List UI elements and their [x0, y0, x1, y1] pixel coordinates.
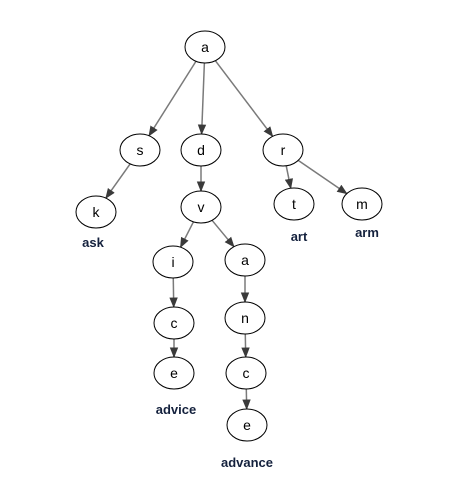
node-m: m: [341, 187, 383, 221]
node-label: a: [241, 252, 249, 268]
edges: [105, 60, 348, 411]
word-label-art: art: [291, 229, 308, 244]
node-label: i: [171, 254, 174, 270]
node-label: s: [137, 142, 144, 158]
node-ellipse: [225, 356, 267, 390]
node-i: i: [152, 245, 194, 279]
node-c2: c: [225, 356, 267, 390]
node-ellipse: [180, 133, 222, 167]
node-label: k: [93, 204, 101, 220]
edge-s-k: [105, 163, 131, 199]
node-label: e: [170, 365, 178, 381]
node-e1: e: [153, 356, 195, 390]
node-n: n: [224, 301, 266, 335]
edge-root-d: [197, 62, 207, 136]
node-ellipse: [224, 301, 266, 335]
node-r: r: [262, 133, 304, 167]
node-label: c: [171, 315, 178, 331]
node-ellipse: [273, 187, 315, 221]
node-label: d: [197, 142, 205, 158]
node-ellipse: [153, 356, 195, 390]
node-ellipse: [341, 187, 383, 221]
node-ellipse: [152, 245, 194, 279]
node-ellipse: [224, 243, 266, 277]
node-c1: c: [153, 306, 195, 340]
node-d: d: [180, 133, 222, 167]
word-label-advice: advice: [156, 402, 196, 417]
word-label-arm: arm: [355, 225, 379, 240]
edge-root-s: [148, 60, 197, 137]
edge-root-r: [214, 60, 274, 138]
node-ellipse: [153, 306, 195, 340]
node-a2: a: [224, 243, 266, 277]
node-v: v: [180, 190, 222, 224]
node-ellipse: [180, 190, 222, 224]
node-root: a: [184, 30, 226, 64]
node-label: v: [198, 199, 205, 215]
node-k: k: [75, 195, 117, 229]
node-label: a: [201, 39, 209, 55]
edge-v-a2: [211, 219, 235, 248]
node-label: m: [356, 196, 368, 212]
node-label: r: [281, 142, 286, 158]
node-ellipse: [75, 195, 117, 229]
node-s: s: [119, 133, 161, 167]
nodes: a s d r k v t m i a c n e c e: [75, 30, 383, 442]
word-labels: ask art arm advice advance: [82, 225, 379, 470]
word-label-ask: ask: [82, 235, 104, 250]
node-ellipse: [184, 30, 226, 64]
word-label-advance: advance: [221, 455, 273, 470]
edge-r-t: [284, 165, 294, 190]
edge-v-i: [179, 221, 195, 249]
node-ellipse: [226, 408, 268, 442]
node-label: c: [243, 365, 250, 381]
node-t: t: [273, 187, 315, 221]
node-label: e: [243, 417, 251, 433]
node-e2: e: [226, 408, 268, 442]
node-label: t: [292, 196, 296, 212]
node-label: n: [241, 310, 249, 326]
edge-r-m: [297, 159, 348, 195]
node-ellipse: [262, 133, 304, 167]
node-ellipse: [119, 133, 161, 167]
